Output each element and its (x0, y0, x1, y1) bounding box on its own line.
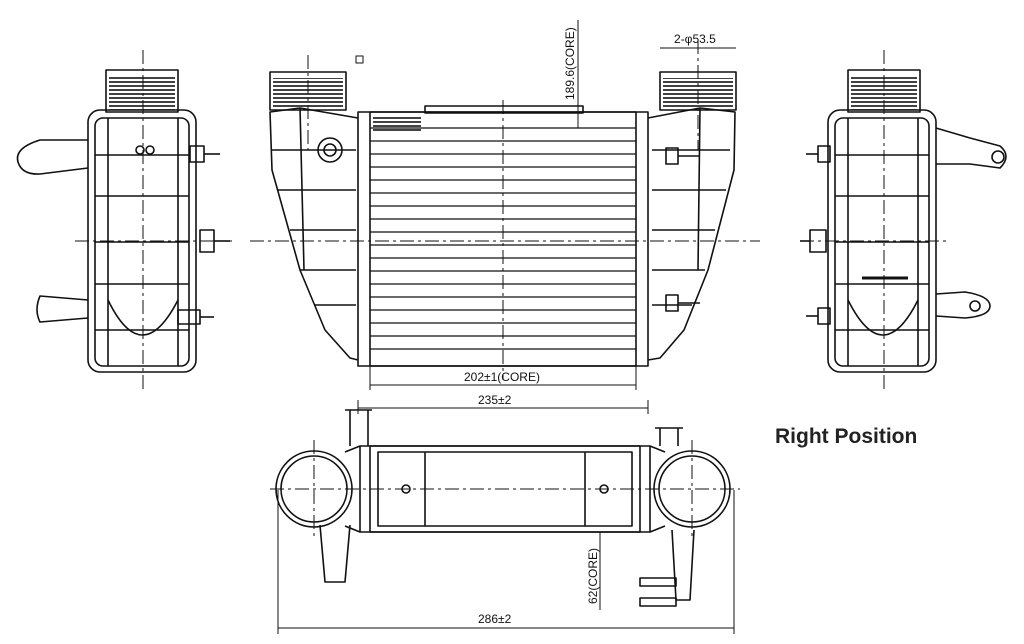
left-side-view (16, 50, 232, 390)
right-side-view (800, 50, 1007, 390)
dim-core-depth: 62(CORE) (586, 548, 600, 604)
dim-total-length: 286±2 (478, 612, 512, 626)
bottom-view (270, 409, 740, 607)
dim-core-height: 189.6(CORE) (563, 27, 577, 100)
dimension-lines (277, 20, 736, 634)
dimension-labels: 189.6(CORE) 2-φ53.5 202±1(CORE) 235±2 62… (464, 27, 716, 626)
position-caption: Right Position (775, 425, 917, 448)
dim-core-width: 202±1(CORE) (464, 370, 540, 384)
front-centerlines (250, 40, 760, 380)
front-view (250, 40, 760, 380)
dim-ports: 2-φ53.5 (674, 32, 716, 46)
dim-overall-width: 235±2 (478, 393, 512, 407)
